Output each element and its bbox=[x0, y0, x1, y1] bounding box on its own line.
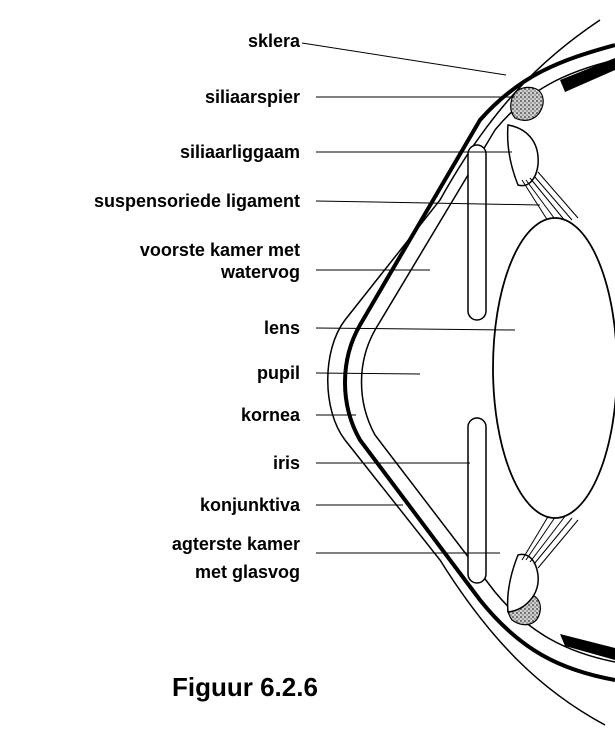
label-sklera: sklera bbox=[248, 30, 300, 52]
label-kornea: kornea bbox=[241, 404, 300, 426]
label-agterste-kamer-line2: met glasvog bbox=[195, 561, 300, 583]
label-voorste-kamer-line2: watervog bbox=[221, 261, 300, 283]
choroid-bottom bbox=[560, 634, 615, 660]
label-pupil: pupil bbox=[257, 362, 300, 384]
iris-bottom bbox=[468, 418, 486, 583]
label-agterste-kamer-line1: agterste kamer bbox=[172, 533, 300, 555]
label-siliaarliggaam: siliaarliggaam bbox=[180, 141, 300, 163]
iris-top bbox=[468, 145, 486, 320]
label-lens: lens bbox=[264, 317, 300, 339]
leader-pupil bbox=[316, 373, 420, 374]
ciliary-muscle-top bbox=[511, 87, 543, 120]
leader-sklera bbox=[302, 43, 506, 75]
ciliary-body-top bbox=[508, 125, 539, 186]
label-iris: iris bbox=[273, 452, 300, 474]
label-voorste-kamer-line1: voorste kamer met bbox=[140, 239, 300, 261]
label-suspensoriede-ligament: suspensoriede ligament bbox=[94, 190, 300, 212]
label-siliaarspier: siliaarspier bbox=[205, 86, 300, 108]
leader-suspensoriede bbox=[316, 201, 540, 205]
lens-shape bbox=[493, 218, 615, 518]
label-konjunktiva: konjunktiva bbox=[200, 494, 300, 516]
figure-caption: Figuur 6.2.6 bbox=[172, 672, 318, 703]
leader-lens bbox=[316, 328, 515, 330]
